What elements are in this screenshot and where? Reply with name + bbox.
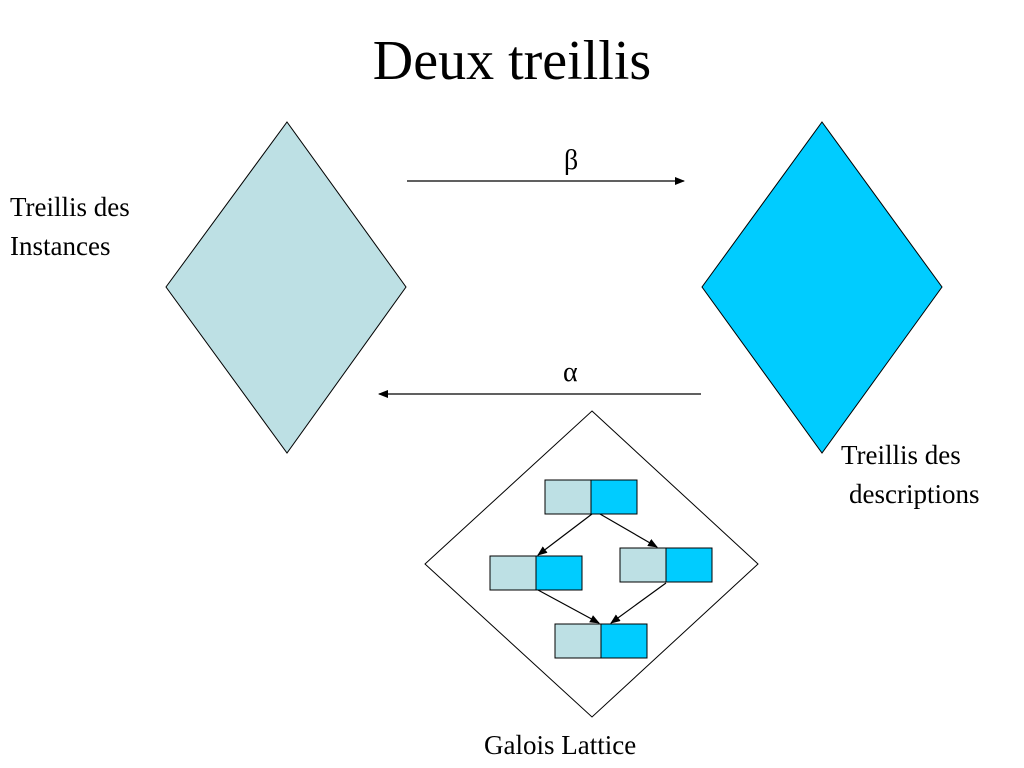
beta-label: β: [564, 145, 579, 176]
galois-edges: [537, 513, 667, 624]
galois-node-top: [544, 479, 638, 515]
galois-node-bottom: [554, 623, 648, 659]
descriptions-lattice-label-line1: Treillis des: [841, 440, 961, 470]
galois-node-bottom-instances: [554, 623, 602, 659]
galois-edge-left-bottom: [537, 589, 600, 624]
slide-title: Deux treillis: [372, 30, 652, 92]
galois-lattice-diamond: [424, 410, 759, 718]
galois-node-top-descriptions: [590, 479, 638, 515]
galois-node-right-descriptions: [665, 547, 713, 583]
galois-node-left-instances: [489, 555, 537, 591]
galois-node-right-instances: [619, 547, 667, 583]
galois-node-bottom-descriptions: [600, 623, 648, 659]
descriptions-lattice-label-line2: descriptions: [849, 479, 980, 509]
instances-lattice-diamond: [165, 121, 407, 454]
galois-edge-top-right: [599, 513, 658, 548]
galois-node-left-descriptions: [535, 555, 583, 591]
descriptions-lattice-diamond: [701, 121, 943, 454]
galois-edge-right-bottom: [610, 582, 667, 624]
instances-lattice-label-line1: Treillis des: [10, 192, 130, 222]
galois-node-left: [489, 555, 583, 591]
galois-node-top-instances: [544, 479, 592, 515]
galois-edge-top-left: [537, 513, 593, 556]
alpha-label: α: [563, 357, 578, 388]
instances-lattice-label-line2: Instances: [10, 231, 111, 261]
galois-node-right: [619, 547, 713, 583]
galois-lattice-label: Galois Lattice: [484, 730, 637, 760]
